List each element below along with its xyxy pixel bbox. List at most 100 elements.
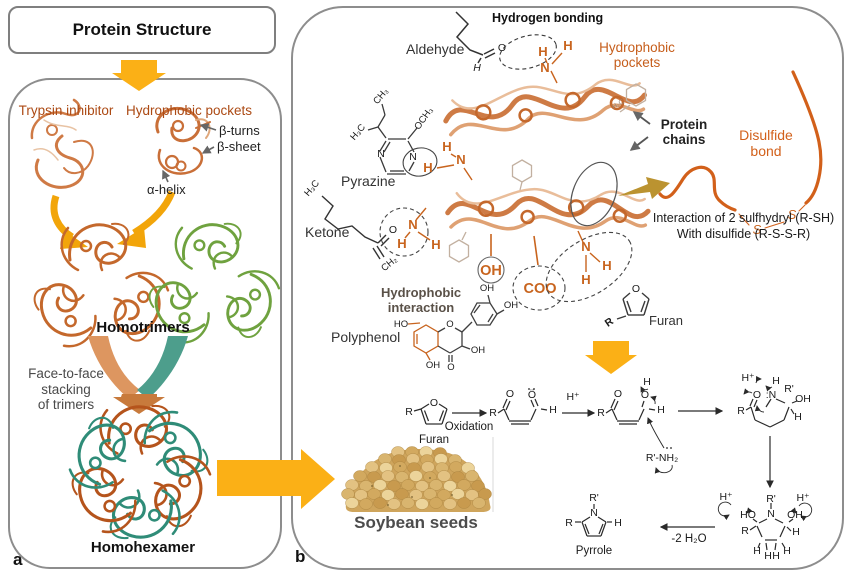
aldehyde-o: O (498, 42, 506, 54)
rxn2-o-dots: Ö (528, 389, 536, 401)
panel-b-tag: b (295, 547, 306, 566)
rxn3-r: R (597, 407, 605, 419)
ketone-dashed-circle (379, 207, 429, 257)
soybean-seeds-label: Soybean seeds (354, 513, 478, 532)
pyrazine-h3c: H₃C (348, 122, 368, 143)
rxn2-o: O (506, 388, 514, 400)
pyrrole-r: R (565, 517, 573, 529)
oh-circle (477, 256, 505, 284)
hydrophobic-pockets-label-b: Hydrophobic pockets (591, 40, 683, 70)
aldehyde-structure (455, 11, 496, 64)
pyrazine-n1: N (377, 148, 385, 160)
amine-top-h2: H (563, 38, 572, 53)
rxn-furan-label: Furan (419, 434, 449, 446)
polyphenol-oh-top: OH (480, 283, 494, 294)
aldehyde-label: Aldehyde (406, 41, 465, 57)
rxn3-o1: O (614, 388, 622, 400)
rxn5-r: R (741, 525, 749, 537)
amine-dashed-ellipse (545, 231, 633, 303)
pyrazine-amine-h1: H (442, 139, 451, 154)
hydrogen-bonding-label: Hydrogen bonding (492, 11, 604, 25)
rxn3-h: H (657, 404, 665, 416)
oh-label: OH (480, 263, 502, 279)
furan-label-b: Furan (649, 313, 683, 328)
rxn4-rprime: R' (784, 383, 794, 395)
furan-o: O (632, 283, 640, 295)
pyrazine-amine-bonds (436, 153, 473, 181)
protein-end-ellipse (570, 161, 618, 227)
protein-chains-line-1: Protein (660, 117, 708, 132)
annotation-arrows (162, 123, 217, 183)
protein-structure-header: Protein Structure (8, 6, 276, 54)
rxn5-h-side: H (792, 526, 800, 538)
ketone-amine-h1: H (397, 236, 406, 251)
hydrogen-bond-ellipse (499, 34, 557, 70)
trypsin-inhibitor-structure (30, 98, 94, 189)
arrow-down-to-reaction (585, 341, 637, 374)
rxn4-n: :N (766, 389, 777, 401)
stacking-line-1: Face-to-face (28, 366, 104, 381)
rxn2-h: H (549, 404, 557, 416)
ketone-o: O (389, 224, 397, 236)
soybean-pile (341, 446, 492, 512)
rxn5-oh: OH (787, 509, 803, 521)
coo-label: COO (523, 281, 556, 297)
pyrazine-amine-h2: H (423, 160, 432, 175)
rxn4-o: O (753, 389, 761, 401)
hydrophobic-pocket-structure (155, 107, 211, 175)
polyphenol-o-keto: O (447, 362, 454, 373)
rxn5-h2: H (764, 550, 772, 562)
phenyl-side-groups (448, 83, 647, 263)
rxn2-r: R (489, 407, 497, 419)
ketone-ch2: CH₂ (379, 254, 400, 274)
arrow-down-from-header (112, 60, 166, 91)
beta-sheet-label: β-sheet (217, 139, 261, 154)
trypsin-inhibitor-label: Trypsin inhibitor (18, 103, 114, 118)
amine-right-bonds (577, 230, 601, 272)
polyphenol-oh-mid: OH (471, 345, 485, 356)
polyphenol-rings-bc (437, 294, 505, 362)
sulfur-1: S (753, 222, 762, 237)
pyrazine-n2: N (409, 151, 417, 163)
polyphenol-oh-bottom: OH (426, 360, 440, 371)
sulfhydryl-interaction-label: Interaction of 2 sulfhydryl (R-SH) With … (641, 211, 846, 242)
hydint-line-2: interaction (387, 300, 455, 315)
polyphenol-label: Polyphenol (331, 329, 401, 345)
ketone-label: Ketone (305, 224, 350, 240)
rxn5-ho: HO (740, 509, 756, 521)
rxn-furan-o: O (430, 397, 438, 409)
protein-chains-line-2: chains (662, 132, 706, 147)
pyrrole-rprime: R' (589, 492, 599, 504)
coo-dashed-circle (512, 265, 566, 311)
rxn3-amine: R'-NH₂ (646, 452, 678, 464)
homohexamer-structure (61, 403, 219, 541)
rxn-furan-r: R (405, 406, 413, 418)
rxn4-r: R (737, 405, 745, 417)
ketone-structure (321, 195, 390, 260)
stacking-line-3: of trimers (37, 397, 95, 412)
disulfide-bond-label: Disulfide bond (734, 127, 798, 159)
polyphenol-oh-right: OH (504, 300, 518, 311)
polyphenol-ring-a (407, 322, 439, 361)
disulfide-line-1: Disulfide (739, 127, 793, 143)
rxn5-h1: H (753, 545, 761, 557)
ketone-h3c: H₃C (302, 178, 322, 199)
pyrazine-och3: OCH₃ (412, 105, 435, 132)
rxn5-h3: H (772, 550, 780, 562)
hydrophobic-b-line-2: pockets (613, 55, 661, 70)
amine-top (544, 52, 563, 84)
sulfhydryl-line-1: Interaction of 2 sulfhydryl (R-SH) (652, 211, 835, 225)
rxn5-hplus-r: H⁺ (796, 492, 809, 504)
arrow-a-to-b (217, 449, 335, 509)
polyphenol-o-ring: O (446, 319, 453, 330)
rxn5-n: N (767, 508, 775, 520)
amine-top-h1: H (538, 44, 547, 59)
page-title: Protein Structure (72, 20, 212, 39)
pyrazine-amine-n: N (456, 152, 465, 167)
sulfhydryl-line-2: With disulfide (R-S-S-R) (676, 226, 811, 241)
rxn-oxidation-label: Oxidation (445, 421, 494, 433)
ketone-amine-h2: H (431, 237, 440, 252)
rxn3-o2: O (641, 389, 649, 401)
